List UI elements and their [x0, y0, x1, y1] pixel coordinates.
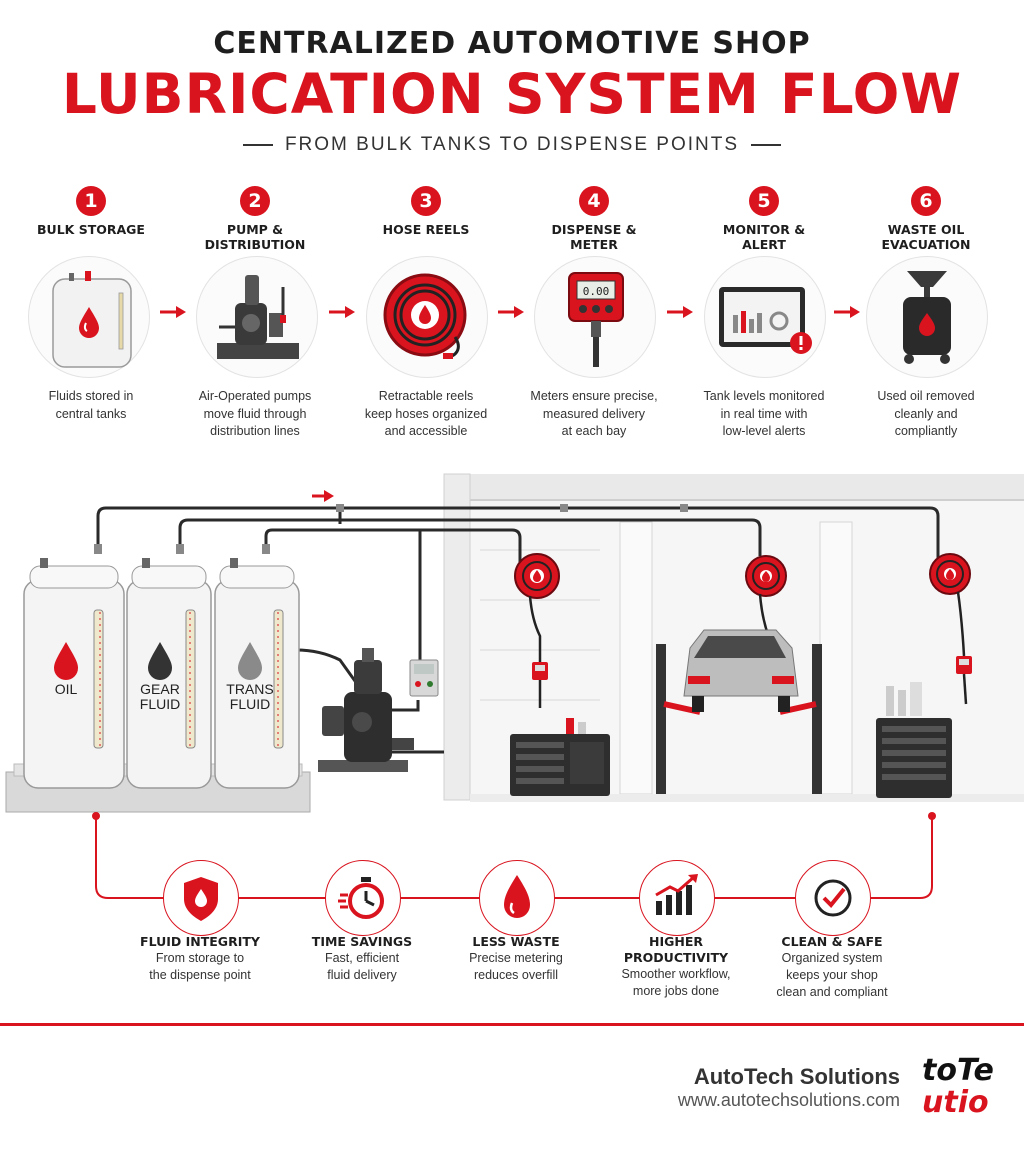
- step-title: BULK STORAGE: [37, 222, 145, 237]
- title-line-1: CENTRALIZED AUTOMOTIVE SHOP: [213, 26, 811, 61]
- subtitle-dash-left: [242, 143, 273, 146]
- logo-text-bottom: utio: [922, 1085, 989, 1120]
- shield-drop-icon: [163, 860, 239, 936]
- pump-icon: [196, 256, 318, 378]
- step-3: 3 HOSE REELS: [351, 186, 501, 237]
- tank-trans-fluid: [214, 558, 300, 789]
- shop-illustration: OIL GEAR FLUID TRANS FLUID: [5, 473, 1024, 820]
- hose-reel-bay-1: [514, 553, 560, 708]
- flow-arrow-2: [327, 304, 357, 325]
- checkmark-icon: [795, 860, 871, 936]
- stopwatch-icon: [325, 860, 401, 936]
- tank-label-gear-line1: GEAR: [140, 681, 180, 697]
- tool-cart-right: [876, 682, 952, 798]
- drop-icon: [479, 860, 555, 936]
- step-1: 1 BULK STORAGE: [16, 186, 166, 237]
- car-on-lift: [656, 629, 822, 794]
- step-number: 6: [911, 186, 941, 216]
- title-line-2: LUBRICATION SYSTEM FLOW: [61, 62, 963, 126]
- step-number: 4: [579, 186, 609, 216]
- company-url[interactable]: www.autotechsolutions.com: [677, 1090, 900, 1110]
- step-4: 4 DISPENSE &METER: [519, 186, 669, 252]
- benefit-title: TIME SAVINGS: [311, 934, 413, 949]
- oil-drop-icon: [54, 642, 78, 680]
- company-name: AutoTech Solutions: [693, 1064, 900, 1089]
- pipe-fittings: [94, 504, 688, 554]
- control-panel: [409, 659, 439, 697]
- subtitle: FROM BULK TANKS TO DISPENSE POINTS: [0, 134, 1024, 156]
- growth-chart-icon: [639, 860, 715, 936]
- tank-label-gear-line2: FLUID: [140, 696, 180, 712]
- step-5: 5 MONITOR &ALERT: [689, 186, 839, 252]
- tank-oil: [23, 558, 125, 789]
- hose-reel-bay-3: [929, 553, 972, 705]
- benefit-title: FLUID INTEGRITY: [140, 934, 260, 949]
- footer-divider: [0, 1023, 1024, 1026]
- company-logo: toTe utio: [922, 1050, 1024, 1120]
- meter-reading: 0.00: [583, 285, 610, 298]
- benefit-title: CLEAN & SAFE: [781, 934, 883, 949]
- tank-label-trans-line2: FLUID: [230, 696, 270, 712]
- distribution-pipes: [96, 506, 940, 754]
- logo-text-top: toTe: [922, 1053, 994, 1088]
- benefit-desc: Smoother workflow,more jobs done: [621, 967, 731, 998]
- step-title: HOSE REELS: [382, 222, 470, 237]
- brand-block: AutoTech Solutions www.autotechsolutions…: [678, 1064, 900, 1111]
- flow-arrow-4: [665, 304, 695, 325]
- step-2: 2 PUMP &DISTRIBUTION: [180, 186, 330, 252]
- tank-label-oil: OIL: [55, 681, 78, 697]
- tank-label-trans-line1: TRANS: [226, 681, 273, 697]
- step-title: DISPENSE &METER: [551, 222, 637, 252]
- step-number: 5: [749, 186, 779, 216]
- flow-arrow-1: [158, 304, 188, 325]
- step-title: MONITOR &ALERT: [722, 222, 806, 252]
- step-number: 2: [240, 186, 270, 216]
- step-title: PUMP &DISTRIBUTION: [204, 222, 306, 252]
- benefit-title: LESS WASTE: [472, 934, 560, 949]
- subtitle-text: FROM BULK TANKS TO DISPENSE POINTS: [284, 134, 740, 155]
- main-pump: [318, 648, 414, 772]
- waste-oil-drain-icon: [866, 256, 988, 378]
- tool-cart-left: [510, 718, 610, 796]
- gear-fluid-drop-icon: [148, 642, 172, 680]
- subtitle-dash-right: [751, 143, 782, 146]
- tank-gear-fluid: [126, 558, 212, 789]
- flow-arrow-3: [496, 304, 526, 325]
- pipe-flow-arrow: [312, 490, 334, 502]
- monitor-alert-icon: [704, 256, 826, 378]
- meter-icon: 0.00: [534, 256, 656, 378]
- hose-reel-icon: [366, 256, 488, 378]
- step-number: 3: [411, 186, 441, 216]
- storage-tank-icon: [28, 256, 150, 378]
- flow-arrow-5: [832, 304, 862, 325]
- step-number: 1: [76, 186, 106, 216]
- trans-fluid-drop-icon: [238, 642, 262, 680]
